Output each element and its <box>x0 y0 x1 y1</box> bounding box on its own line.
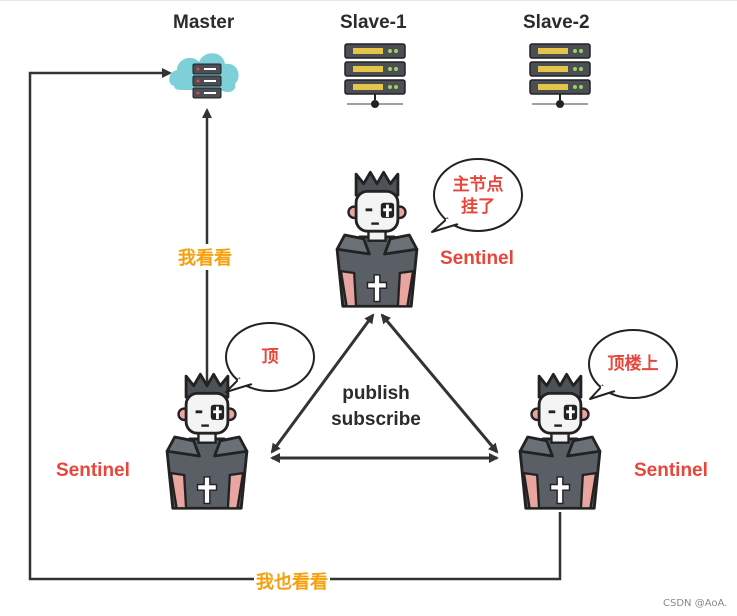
publish-subscribe-label: publish subscribe <box>316 381 436 433</box>
edge-triangle <box>270 313 499 463</box>
sentinel-right-label: Sentinel <box>634 460 708 481</box>
sentinel-left-icon <box>165 372 249 510</box>
watermark-text: CSDN @AoA. <box>663 598 728 609</box>
speech-top-line-1: 主节点 <box>452 175 504 194</box>
speech-bubble-right <box>588 329 678 400</box>
speech-bubble-top <box>431 158 523 233</box>
edge-label-right-sentinel: 我也看看 <box>254 568 330 594</box>
sentinel-top-label: Sentinel <box>440 248 514 269</box>
master-cloud-server-icon <box>169 53 239 99</box>
slave-1-label: Slave-1 <box>340 12 407 33</box>
sentinel-left-label: Sentinel <box>56 460 130 481</box>
slave-2-label: Slave-2 <box>523 12 590 33</box>
top-divider <box>0 0 737 1</box>
edge-label-left-sentinel: 我看看 <box>176 244 234 270</box>
slave-1-server-rack-icon <box>344 43 406 109</box>
speech-right-text: 顶楼上 <box>607 354 659 373</box>
sentinel-right-icon <box>518 372 602 510</box>
publish-text: publish <box>342 383 410 404</box>
subscribe-text: subscribe <box>331 409 421 430</box>
speech-top-line-2: 挂了 <box>461 197 495 216</box>
sentinel-top-icon <box>335 170 419 308</box>
master-label: Master <box>173 12 235 33</box>
speech-left-text: 顶 <box>261 347 279 366</box>
slave-2-server-rack-icon <box>529 43 591 109</box>
speech-bubble-left <box>225 322 315 393</box>
edge-right-sentinel-to-master <box>28 68 562 581</box>
speech-top-text: 主节点 挂了 <box>440 174 516 218</box>
